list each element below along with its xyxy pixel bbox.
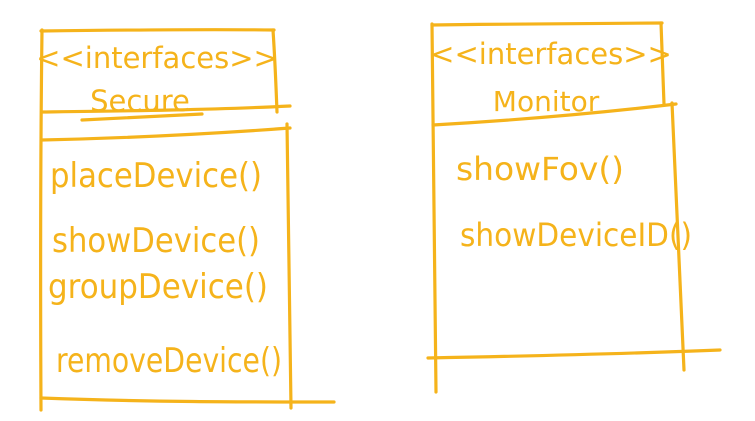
monitor-top-right-edge [659, 21, 666, 106]
secure-method-item: showDevice() [52, 221, 260, 261]
secure-method-item: removeDevice() [56, 341, 282, 381]
secure-left-edge [38, 28, 44, 412]
monitor-top-edge [430, 21, 664, 27]
secure-right-edge [285, 122, 293, 410]
monitor-right-edge [670, 101, 686, 372]
secure-header-divider [40, 104, 292, 114]
secure-name-underline [80, 112, 204, 122]
monitor-bottom-edge [426, 348, 722, 360]
monitor-name: Monitor [493, 85, 600, 118]
interface-box-monitor: <<interfaces>> Monitor showFov() showDev… [426, 21, 722, 394]
interface-box-secure: <<interfaces>> Secure placeDevice() show… [36, 27, 336, 412]
monitor-method-item: showFov() [456, 150, 624, 188]
secure-method-item: groupDevice() [48, 267, 268, 307]
monitor-stereotype: <<interfaces>> [430, 37, 672, 71]
secure-stereotype: <<interfaces>> [36, 41, 278, 75]
secure-bottom-edge [39, 396, 336, 404]
secure-top-right-edge [271, 28, 279, 114]
monitor-method-item: showDeviceID() [460, 216, 692, 254]
monitor-header-divider [431, 102, 678, 127]
secure-name: Secure [90, 84, 190, 118]
monitor-left-edge [430, 22, 438, 394]
secure-body-top-edge [40, 126, 292, 142]
secure-method-item: placeDevice() [50, 156, 262, 196]
secure-top-edge [39, 27, 276, 33]
